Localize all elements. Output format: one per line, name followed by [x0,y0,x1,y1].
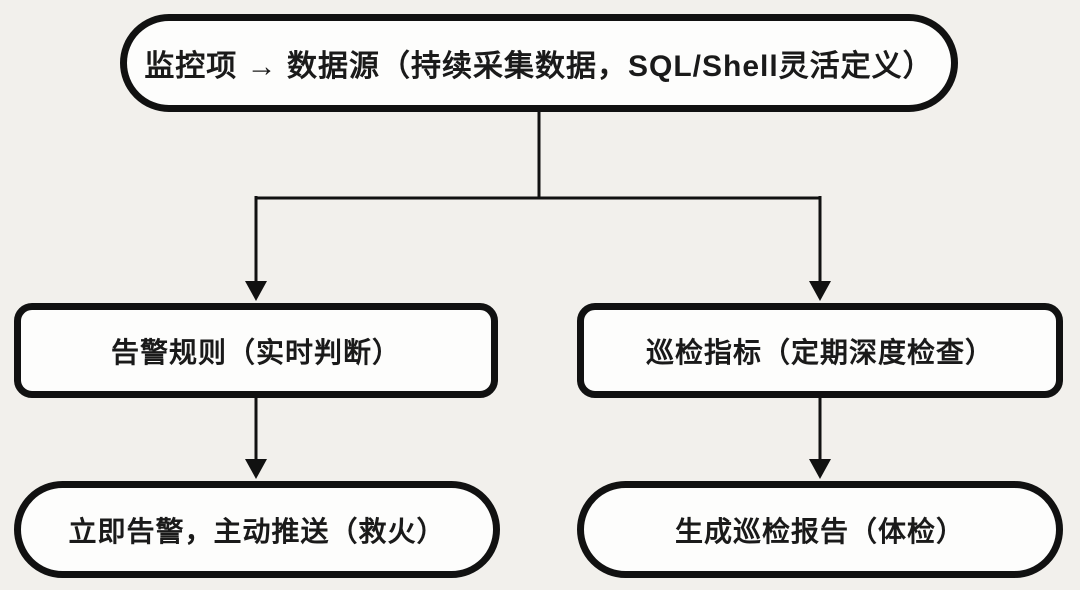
arrowhead-alert-push [245,459,267,479]
node-inspect-report: 生成巡检报告（体检） [577,481,1063,578]
arrowhead-inspect-report [809,459,831,479]
node-alert-push-label: 立即告警，主动推送（救火） [68,515,446,547]
node-inspect-report-label: 生成巡检报告（体检） [674,515,965,547]
node-alert-push: 立即告警，主动推送（救火） [14,481,500,578]
node-source-label: 监控项 → 数据源（持续采集数据，SQL/Shell灵活定义） [144,50,934,83]
node-inspect-metric-label: 巡检指标（定期深度检查） [645,336,994,368]
node-alert-rule-label: 告警规则（实时判断） [110,336,401,368]
node-source: 监控项 → 数据源（持续采集数据，SQL/Shell灵活定义） [120,14,958,112]
node-inspect-metric: 巡检指标（定期深度检查） [577,303,1063,398]
arrowhead-inspect-metric [809,281,831,301]
node-alert-rule: 告警规则（实时判断） [14,303,498,398]
arrowhead-alert-rule [245,281,267,301]
